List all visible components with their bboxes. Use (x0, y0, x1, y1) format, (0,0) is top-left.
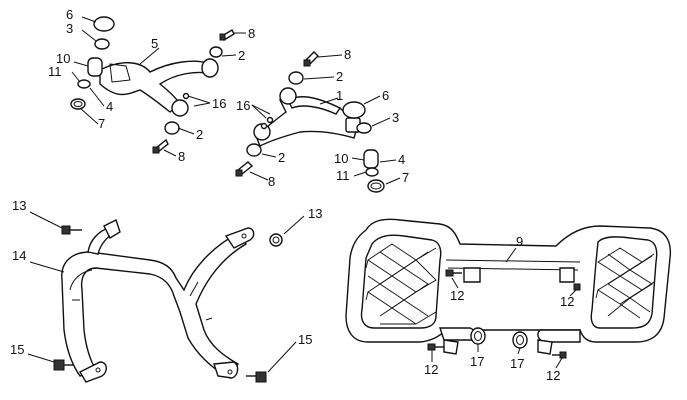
callout-11-a: 11 (48, 64, 62, 79)
callout-6-a: 6 (66, 7, 73, 22)
callout-12-c: 12 (424, 362, 438, 377)
callout-12-d: 12 (546, 368, 560, 383)
bolt-15-b (255, 371, 267, 383)
callout-2-b2: 2 (278, 150, 285, 165)
bushing-2-a3 (164, 121, 180, 135)
callout-16-b: 16 (236, 98, 250, 113)
callout-10-a: 10 (56, 51, 70, 66)
callout-1: 1 (336, 88, 343, 103)
callout-8-b2: 8 (268, 174, 275, 189)
a-arm-left-assembly (70, 16, 246, 157)
bolt-12-d (559, 351, 567, 359)
callout-3-b: 3 (392, 110, 399, 125)
callout-7-a: 7 (98, 116, 105, 131)
bushing-11-b (365, 167, 379, 177)
nipple-16-b (266, 116, 274, 124)
bolt-12-a (445, 269, 454, 277)
bolt-12-c (427, 343, 436, 351)
callout-12-a: 12 (450, 288, 464, 303)
callout-4-b: 4 (398, 152, 405, 167)
bracket-upper-right (559, 267, 575, 283)
callout-17-b: 17 (510, 356, 524, 371)
washer-7-b (367, 179, 385, 193)
bumper-frame (61, 231, 247, 379)
cap-6-a (93, 16, 115, 32)
bushing-2-a2 (171, 99, 189, 117)
callout-7-b: 7 (402, 170, 409, 185)
callout-6-b: 6 (382, 88, 389, 103)
callout-13-a: 13 (12, 198, 26, 213)
bushing-11-a (77, 79, 91, 89)
bushing-3-b (356, 122, 372, 134)
bracket-lower-right (537, 339, 553, 355)
bumper-plate-lower-right (213, 361, 239, 379)
callout-10-b: 10 (334, 151, 348, 166)
callout-2-a1: 2 (238, 48, 245, 63)
bracket-lower-left (443, 339, 459, 355)
callout-2-b1: 2 (336, 69, 343, 84)
callout-9: 9 (516, 234, 523, 249)
bushing-2-b0 (288, 71, 304, 85)
bushing-2-a1 (201, 58, 219, 78)
a-arm-left (99, 60, 213, 113)
callout-2-a2: 2 (196, 127, 203, 142)
bolt-12-b (573, 283, 581, 291)
callout-11-b: 11 (336, 168, 350, 183)
cap-6-b (342, 101, 366, 119)
bushing-2-b1 (279, 87, 297, 105)
washer-7-a (70, 98, 86, 110)
callout-14: 14 (12, 248, 26, 263)
front-bumper-assembly (27, 211, 305, 383)
callout-15-a: 15 (10, 342, 24, 357)
nipple-16-a (182, 92, 190, 100)
bolt-13-a (61, 225, 71, 235)
callout-4-a: 4 (106, 99, 113, 114)
callout-8-b1: 8 (344, 47, 351, 62)
bracket-upper-left (463, 267, 481, 283)
callout-12-b: 12 (560, 294, 574, 309)
callout-15-b: 15 (298, 332, 312, 347)
callout-16-a: 16 (212, 96, 226, 111)
a-arm-right-assembly (235, 51, 401, 193)
bumper-tab-upper (103, 219, 121, 239)
callout-8-a1: 8 (248, 26, 255, 41)
callout-13-b: 13 (308, 206, 322, 221)
callout-8-a2: 8 (178, 149, 185, 164)
callout-labels: 6 3 5 8 2 10 11 4 7 16 2 8 8 2 1 6 3 16 … (10, 7, 574, 383)
bushing-10-a (87, 57, 103, 77)
callout-5: 5 (151, 36, 158, 51)
bushing-3-a (94, 38, 110, 50)
bumper-plate-left (79, 361, 107, 383)
bumper-plate-right (224, 227, 255, 249)
bushing-10-b (363, 149, 379, 169)
bolt-15-a (53, 359, 65, 371)
nut-13-b (269, 233, 283, 247)
callout-17-a: 17 (470, 354, 484, 369)
cap-17-a (470, 327, 486, 345)
footrest-assembly (345, 218, 672, 369)
cap-17-b (512, 331, 528, 349)
callout-3-a: 3 (66, 21, 73, 36)
bushing-2-b3 (246, 143, 262, 157)
bushing-2-a0 (209, 46, 223, 58)
